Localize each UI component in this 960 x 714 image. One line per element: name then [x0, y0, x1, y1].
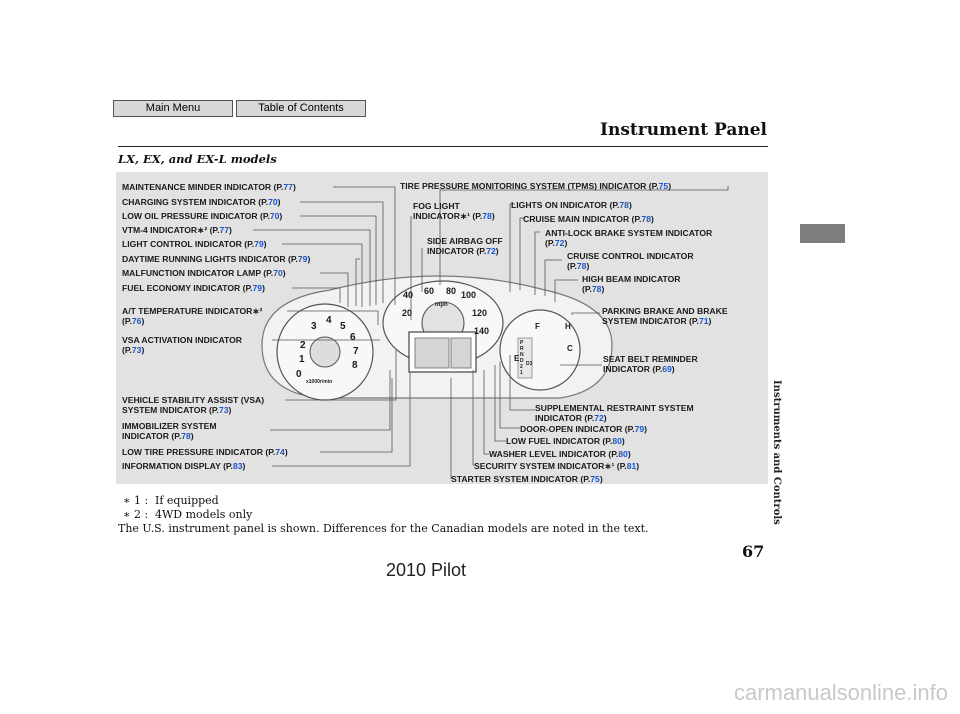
- speedo-unit: mph: [435, 302, 448, 308]
- label-srs: SUPPLEMENTAL RESTRAINT SYSTEM: [535, 403, 694, 413]
- label-daytime-running-lights: DAYTIME RUNNING LIGHTS INDICATOR (P.79): [122, 254, 311, 264]
- fuel-full-mark: F: [535, 322, 540, 331]
- label-low-fuel: LOW FUEL INDICATOR (P.80): [506, 436, 625, 446]
- footnote-2-mark: ∗ 2 :: [123, 508, 149, 521]
- speedo-num-60: 60: [424, 286, 435, 296]
- label-high-beam-page: (P.78): [582, 284, 605, 294]
- tach-num-3: 3: [311, 321, 317, 332]
- label-fuel-economy: FUEL ECONOMY INDICATOR (P.79): [122, 283, 265, 293]
- page-title: Instrument Panel: [600, 120, 767, 140]
- label-cruise-main: CRUISE MAIN INDICATOR (P.78): [523, 214, 654, 224]
- page-number: 67: [742, 542, 765, 561]
- label-security-system: SECURITY SYSTEM INDICATOR∗¹ (P.81): [474, 461, 640, 471]
- label-washer-level: WASHER LEVEL INDICATOR (P.80): [489, 449, 631, 459]
- label-vtm4: VTM-4 INDICATOR∗² (P.77): [122, 225, 232, 235]
- footnote-2-text: 4WD models only: [155, 508, 253, 521]
- footnote-1-mark: ∗ 1 :: [123, 494, 149, 507]
- section-tab: [800, 224, 845, 243]
- footnote-1-text: If equipped: [155, 494, 219, 507]
- label-parking-brake: PARKING BRAKE AND BRAKE: [602, 306, 728, 316]
- label-abs: ANTI-LOCK BRAKE SYSTEM INDICATOR: [545, 228, 713, 238]
- label-vsa-activation: VSA ACTIVATION INDICATOR: [122, 335, 242, 345]
- title-rule: [118, 146, 768, 147]
- label-at-temperature: A/T TEMPERATURE INDICATOR∗²: [122, 306, 263, 316]
- speedo-num-140: 140: [474, 326, 490, 336]
- label-charging-system: CHARGING SYSTEM INDICATOR (P.70): [122, 197, 281, 207]
- label-maintenance-minder: MAINTENANCE MINDER INDICATOR (P.77): [122, 182, 296, 192]
- gear-n: N: [520, 352, 524, 358]
- gear-2: 2: [520, 364, 523, 370]
- tach-num-8: 8: [352, 360, 358, 371]
- section-subtitle: LX, EX, and EX-L models: [118, 152, 277, 166]
- speedo-num-20: 20: [402, 308, 413, 318]
- label-at-temperature-page: (P.76): [122, 316, 145, 326]
- label-seat-belt-page: INDICATOR (P.69): [603, 364, 675, 374]
- label-side-airbag-off: SIDE AIRBAG OFF: [427, 236, 503, 246]
- label-high-beam: HIGH BEAM INDICATOR: [582, 274, 681, 284]
- tach-num-4: 4: [326, 315, 332, 326]
- tach-num-6: 6: [350, 332, 356, 343]
- tach-num-2: 2: [300, 340, 306, 351]
- gear-p: P: [520, 340, 524, 346]
- label-side-airbag-off-page: INDICATOR (P.72): [427, 246, 499, 256]
- temp-cold-mark: C: [567, 344, 573, 353]
- us-panel-note: The U.S. instrument panel is shown. Diff…: [118, 522, 649, 535]
- label-low-tire-pressure: LOW TIRE PRESSURE INDICATOR (P.74): [122, 447, 288, 457]
- label-parking-brake-page: SYSTEM INDICATOR (P.71): [602, 316, 712, 326]
- label-low-oil-pressure: LOW OIL PRESSURE INDICATOR (P.70): [122, 211, 283, 221]
- tach-num-5: 5: [340, 321, 346, 332]
- label-starter-system: STARTER SYSTEM INDICATOR (P.75): [451, 474, 603, 484]
- tach-num-0: 0: [296, 369, 302, 380]
- label-cruise-control: CRUISE CONTROL INDICATOR: [567, 251, 694, 261]
- temp-hot-mark: H: [565, 322, 571, 331]
- speedo-num-40: 40: [403, 290, 414, 300]
- gear-r: R: [520, 346, 524, 352]
- label-lights-on: LIGHTS ON INDICATOR (P.78): [511, 200, 632, 210]
- tach-unit: x1000r/min: [306, 379, 333, 385]
- gear-d: D: [520, 358, 524, 364]
- label-fog-light: FOG LIGHT: [413, 201, 460, 211]
- tach-num-7: 7: [353, 346, 359, 357]
- label-malfunction-lamp: MALFUNCTION INDICATOR LAMP (P.70): [122, 268, 286, 278]
- label-cruise-control-page: (P.78): [567, 261, 590, 271]
- label-srs-page: INDICATOR (P.72): [535, 413, 607, 423]
- label-light-control: LIGHT CONTROL INDICATOR (P.79): [122, 239, 267, 249]
- label-vsa-system: VEHICLE STABILITY ASSIST (VSA): [122, 395, 265, 405]
- speedo-num-80: 80: [446, 286, 457, 296]
- label-door-open: DOOR-OPEN INDICATOR (P.79): [520, 424, 648, 434]
- fuel-empty-mark: E: [514, 354, 520, 363]
- label-fog-light-page: INDICATOR∗¹ (P.78): [413, 211, 495, 221]
- label-immobilizer: IMMOBILIZER SYSTEM: [122, 421, 217, 431]
- model-watermark: 2010 Pilot: [386, 560, 467, 580]
- site-watermark: carmanualsonline.info: [733, 680, 948, 705]
- label-information-display: INFORMATION DISPLAY (P.83): [122, 461, 246, 471]
- label-vsa-activation-page: (P.73): [122, 345, 145, 355]
- label-seat-belt: SEAT BELT REMINDER: [603, 354, 698, 364]
- label-tpms: TIRE PRESSURE MONITORING SYSTEM (TPMS) I…: [400, 181, 672, 191]
- speedo-num-100: 100: [461, 290, 477, 300]
- label-vsa-system-page: SYSTEM INDICATOR (P.73): [122, 405, 232, 415]
- label-abs-page: (P.72): [545, 238, 568, 248]
- main-menu-button[interactable]: Main Menu: [113, 100, 233, 117]
- gear-d3: D3: [526, 361, 533, 367]
- gear-1: 1: [520, 370, 523, 376]
- label-immobilizer-page: INDICATOR (P.78): [122, 431, 194, 441]
- table-of-contents-button[interactable]: Table of Contents: [236, 100, 366, 117]
- tach-num-1: 1: [299, 354, 305, 365]
- speedo-num-120: 120: [472, 308, 488, 318]
